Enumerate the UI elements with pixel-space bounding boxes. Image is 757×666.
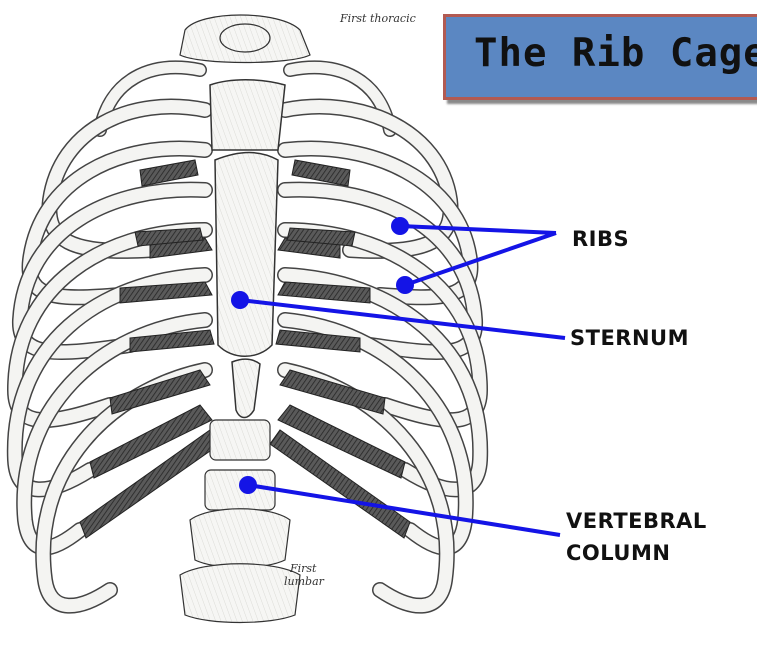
sternum-pointer-dot xyxy=(231,291,249,309)
page-title: The Rib Cage xyxy=(474,31,757,76)
sternum-label: STERNUM xyxy=(570,325,689,351)
first-lumbar-annotation-line1: First xyxy=(290,562,316,575)
ribs-pointer-dot-upper xyxy=(391,217,409,235)
first-thoracic-vertebra xyxy=(180,15,310,63)
sternum xyxy=(210,80,285,418)
vertebral-pointer-dot xyxy=(239,476,257,494)
ribs-label: RIBS xyxy=(572,226,629,252)
first-lumbar-annotation-line2: lumbar xyxy=(284,575,324,588)
title-banner: The Rib Cage xyxy=(443,14,757,100)
first-thoracic-annotation: First thoracic xyxy=(340,12,416,25)
vertebral-column-label-line1: VERTEBRAL xyxy=(566,508,707,534)
ribs-pointer-dot-lower xyxy=(396,276,414,294)
vertebral-column-label-line2: COLUMN xyxy=(566,540,670,566)
